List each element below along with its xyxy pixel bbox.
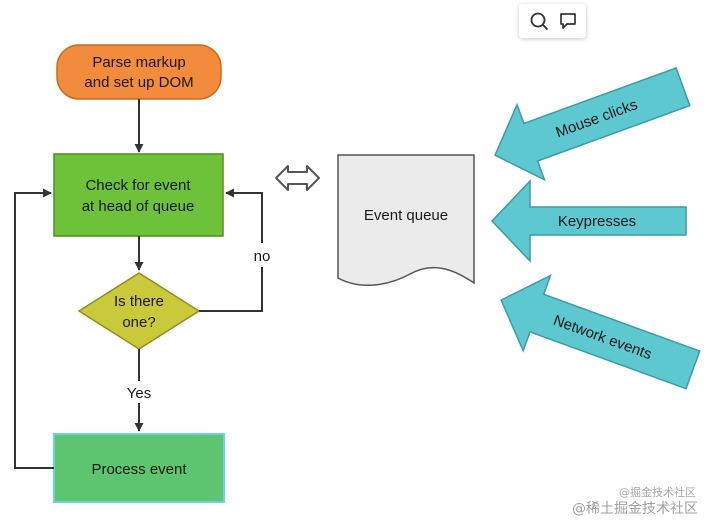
edge-process-loop [14,188,54,469]
watermark-large: @稀土掘金技术社区 [572,501,698,517]
no-label: no [254,248,271,265]
check-event-label-line2: at head of queue [82,198,195,215]
process-event-label: Process event [91,461,187,478]
parse-markup-label-line1: Parse markup [92,54,185,71]
decision-label-line2: one? [122,314,155,331]
process-event-node [53,433,225,503]
event-queue-node [337,154,475,286]
yes-label-bg [120,381,158,403]
comment-icon[interactable] [555,8,581,34]
decision-node [77,272,201,350]
parse-markup-label-line2: and set up DOM [84,74,193,91]
check-event-label-line1: Check for event [85,177,191,194]
no-label-bg [247,243,277,267]
search-icon[interactable] [526,8,552,34]
keypresses-label: Keypresses [558,213,636,230]
yes-label: Yes [127,385,151,402]
floating-toolbar [519,4,586,38]
event-queue-label: Event queue [364,207,448,224]
network-events-arrow [500,274,701,390]
check-event-node [53,153,224,237]
double-arrow-icon [275,165,320,191]
decision-label-line1: Is there [114,293,164,310]
keypresses-arrow [490,179,687,263]
watermark-small: @掘金技术社区 [619,486,696,499]
mouse-clicks-arrow [494,67,691,182]
